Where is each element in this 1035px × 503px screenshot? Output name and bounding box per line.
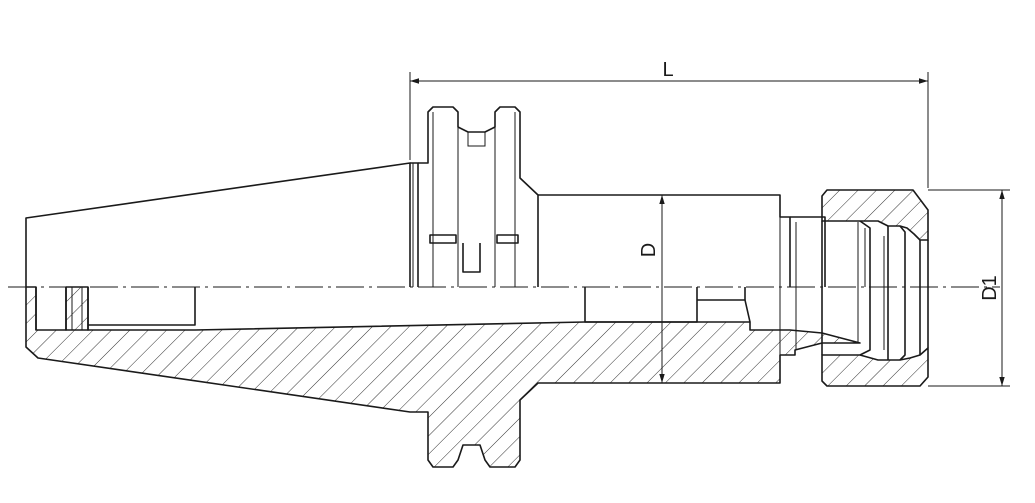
dimension-D: D	[638, 195, 665, 383]
body-section-hatch	[25, 286, 861, 468]
dimension-D-label: D	[638, 243, 660, 257]
dimension-L: L	[409, 59, 929, 188]
body-outline	[538, 194, 791, 287]
nut-section-upper	[821, 189, 929, 241]
nut-section-lower	[821, 347, 929, 387]
dimension-D1: D1	[928, 189, 1010, 387]
upper-outline-view	[25, 106, 929, 287]
dimension-L-label: L	[662, 59, 673, 81]
taper-shank-outline	[25, 162, 411, 287]
flange-outline	[418, 106, 539, 287]
dimension-D1-label: D1	[979, 275, 1001, 301]
lower-section-view	[25, 286, 929, 468]
